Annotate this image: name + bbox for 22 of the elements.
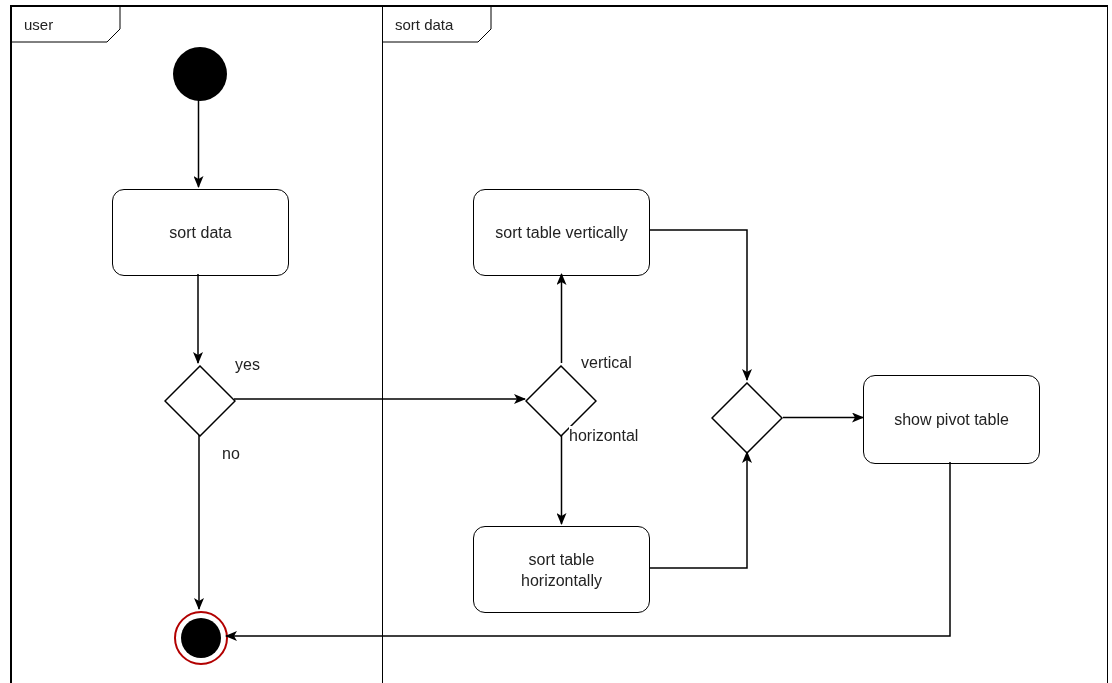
swimlane [10,5,383,683]
action-box [863,375,1040,464]
arrow [194,434,204,610]
lane-label: sort data [395,15,454,35]
arrow [649,229,752,381]
arrow [193,98,204,188]
action-box [112,189,289,276]
arrow [193,273,203,364]
action-box [473,526,650,613]
arrow [233,394,526,404]
swimlane [383,5,1108,683]
action-text: show pivot table [894,410,1009,430]
action-box [473,189,650,276]
arrow [556,434,567,525]
action-text: sort table vertically [495,223,628,243]
lane-label: user [24,15,54,35]
arrow [225,461,951,641]
action-text: sort table horizontally [520,549,603,591]
action-text: sort data [169,223,232,243]
arrow [782,412,864,423]
arrow [556,273,567,364]
arrow [649,451,752,569]
